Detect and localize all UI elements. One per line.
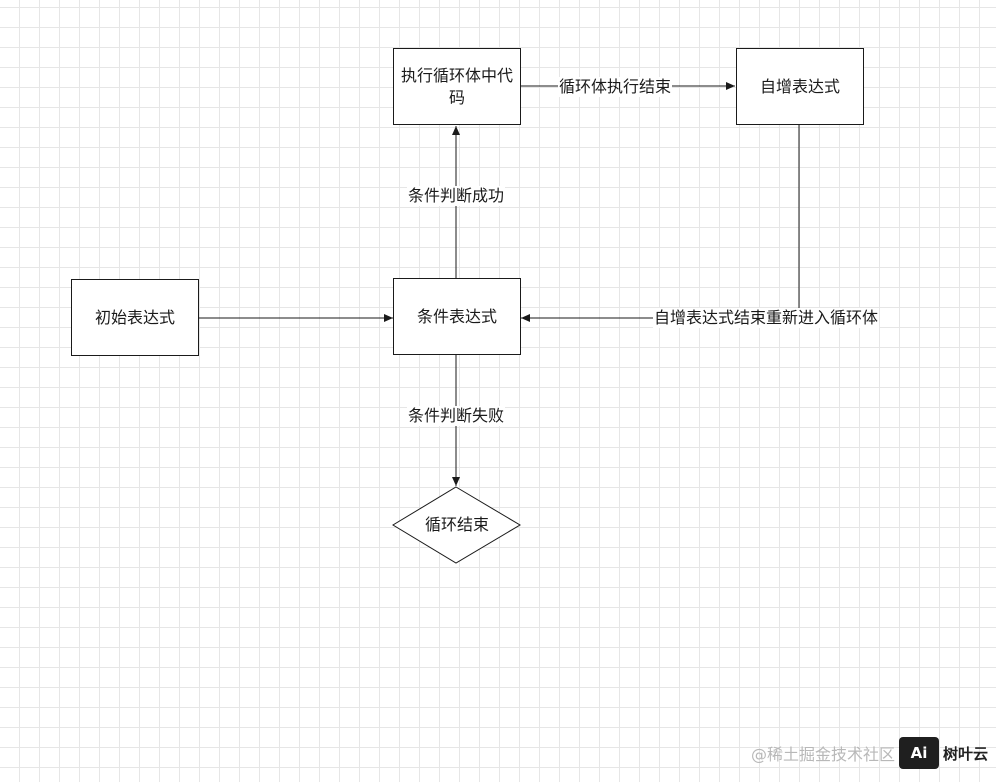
loop-end-diamond (392, 486, 521, 564)
node-increment: 自增表达式 (736, 48, 864, 125)
node-execute-body: 执行循环体中代码 (393, 48, 521, 125)
node-loop-end-label: 循环结束 (424, 515, 489, 534)
node-init: 初始表达式 (71, 279, 199, 356)
node-init-label: 初始表达式 (94, 307, 175, 327)
watermark-logo-icon: Ai (898, 737, 939, 769)
watermark-text: @稀土掘金技术社区 (750, 745, 895, 764)
edge-label-condition-true: 条件判断成功 (407, 186, 506, 206)
edge-label-reenter-loop: 自增表达式结束重新进入循环体 (653, 308, 880, 328)
edge-label-body-done: 循环体执行结束 (558, 77, 673, 97)
node-execute-body-label: 执行循环体中代码 (400, 65, 513, 107)
node-condition: 条件表达式 (393, 278, 521, 355)
edge-increment-to-condition (521, 124, 800, 322)
node-increment-label: 自增表达式 (759, 76, 840, 96)
watermark: @稀土掘金技术社区 Ai 树叶云 (751, 736, 988, 770)
node-condition-label: 条件表达式 (416, 306, 497, 326)
edge-label-condition-false: 条件判断失败 (407, 406, 506, 426)
watermark-brand: 树叶云 (942, 744, 988, 763)
